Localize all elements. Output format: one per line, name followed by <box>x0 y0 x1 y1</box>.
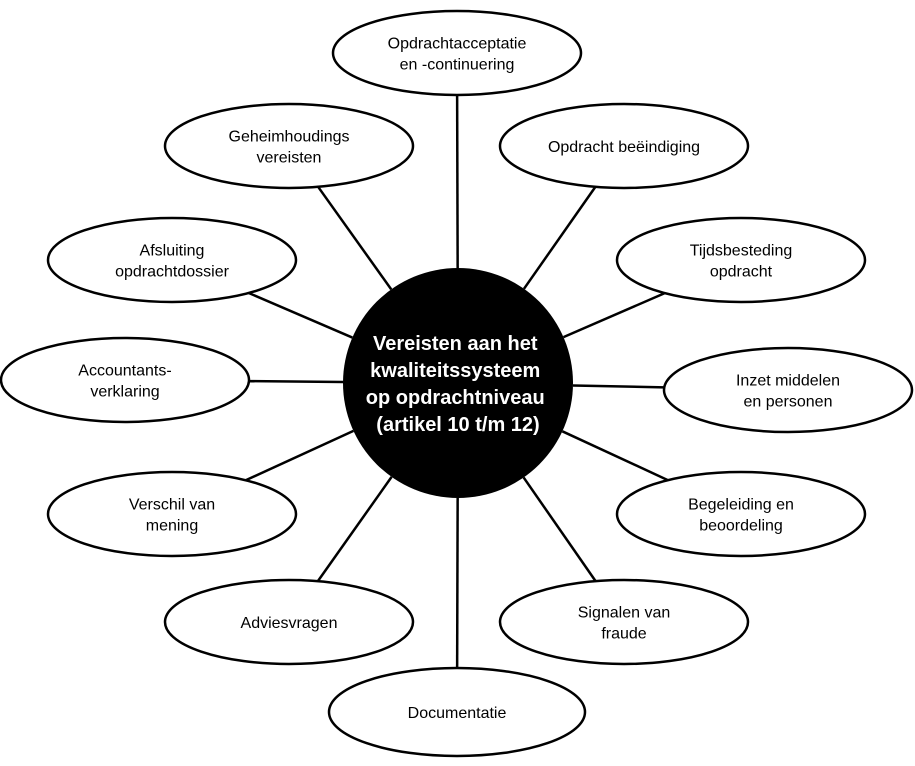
node-inzet-middelen: Inzet middelen en personen <box>662 346 914 434</box>
node-label-line: verklaring <box>90 384 159 401</box>
node-label-line: Signalen van <box>578 605 671 622</box>
node-label: Documentatie <box>408 705 507 722</box>
node-label-line: en personen <box>744 394 833 411</box>
central-hub: Vereisten aan het kwaliteitssysteem op o… <box>343 268 573 498</box>
node-ellipse <box>46 470 298 558</box>
connector-documentatie <box>455 497 459 669</box>
hub-line-2: kwaliteitssysteem <box>370 360 540 382</box>
node-ellipse <box>498 578 750 666</box>
node-opdracht-beeindiging: Opdracht beëindiging <box>498 102 750 190</box>
node-ellipse <box>498 102 750 190</box>
node-label-line: Inzet middelen <box>736 373 840 390</box>
connector-begeleiding <box>561 430 669 482</box>
node-label-line: Tijdsbesteding <box>690 243 793 260</box>
hub-title: Vereisten aan het kwaliteitssysteem op o… <box>366 333 550 436</box>
node-label-line: vereisten <box>257 150 322 167</box>
node-ellipse <box>662 346 914 434</box>
node-label: Adviesvragen <box>241 615 338 632</box>
node-opdrachtacceptatie: Opdrachtacceptatie en -continuering <box>331 9 583 97</box>
connector-opdrachtacceptatie <box>455 94 459 269</box>
hub-line-1: Vereisten aan het <box>373 333 538 355</box>
node-label-line: Accountants- <box>78 363 171 380</box>
node-ellipse <box>615 216 867 304</box>
node-ellipse <box>46 216 298 304</box>
node-ellipse <box>163 102 415 190</box>
node-accountantsverklaring: Accountants-verklaring <box>0 336 251 424</box>
node-label-line: beoordeling <box>699 518 783 535</box>
node-label: Inzet middelen en personen <box>736 373 840 411</box>
connector-adviesvragen <box>316 476 393 582</box>
node-ellipse <box>327 666 587 758</box>
node-label: Geheimhoudings vereisten <box>229 129 350 167</box>
connector-accountantsverklaring <box>248 379 344 384</box>
node-label-line: Geheimhoudings <box>229 129 350 146</box>
node-label: Verschil van mening <box>129 497 215 535</box>
connector-inzet-middelen <box>572 384 665 389</box>
connector-tijdsbesteding <box>562 291 666 339</box>
node-ellipse <box>163 578 415 666</box>
connector-afsluiting-dossier <box>248 291 353 339</box>
node-label: Signalen van fraude <box>578 605 671 643</box>
node-documentatie: Documentatie <box>327 666 587 758</box>
node-label-line: Opdrachtacceptatie <box>388 36 527 53</box>
node-verschil-mening: Verschil van mening <box>46 470 298 558</box>
hub-line-4: (artikel 10 t/m 12) <box>376 414 539 436</box>
node-label: Afsluiting opdrachtdossier <box>115 243 230 281</box>
node-label-line: Afsluiting <box>140 243 205 260</box>
node-label-line: mening <box>146 518 198 535</box>
node-adviesvragen: Adviesvragen <box>163 578 415 666</box>
node-tijdsbesteding: Tijdsbesteding opdracht <box>615 216 867 304</box>
connector-opdracht-beeindiging <box>522 186 597 290</box>
node-label-line: Documentatie <box>408 705 507 722</box>
node-ellipse <box>331 9 583 97</box>
node-begeleiding: Begeleiding en beoordeling <box>615 470 867 558</box>
node-label: Begeleiding en beoordeling <box>688 497 794 535</box>
node-label-line: fraude <box>601 626 646 643</box>
node-label-line: Adviesvragen <box>241 615 338 632</box>
node-label-line: opdracht <box>710 264 773 281</box>
node-label-line: Opdracht beëindiging <box>548 139 700 156</box>
hub-line-3: op opdrachtniveau <box>366 387 545 409</box>
node-label: Opdrachtacceptatie en -continuering <box>388 36 527 74</box>
connector-signalen-fraude <box>522 476 597 582</box>
node-label-line: Verschil van <box>129 497 215 514</box>
connector-lines <box>245 94 669 669</box>
node-ellipse <box>0 336 251 424</box>
node-signalen-fraude: Signalen van fraude <box>498 578 750 666</box>
connector-geheimhouding <box>317 186 393 291</box>
node-label: Accountants-verklaring <box>78 363 171 401</box>
node-ellipse <box>615 470 867 558</box>
node-label-line: en -continuering <box>400 57 515 74</box>
node-afsluiting-dossier: Afsluiting opdrachtdossier <box>46 216 298 304</box>
connector-verschil-mening <box>245 429 354 482</box>
node-label-line: Begeleiding en <box>688 497 794 514</box>
node-geheimhouding: Geheimhoudings vereisten <box>163 102 415 190</box>
node-label-line: opdrachtdossier <box>115 264 230 281</box>
node-label: Tijdsbesteding opdracht <box>690 243 793 281</box>
node-label: Opdracht beëindiging <box>548 139 700 156</box>
hub-circle <box>343 268 573 498</box>
